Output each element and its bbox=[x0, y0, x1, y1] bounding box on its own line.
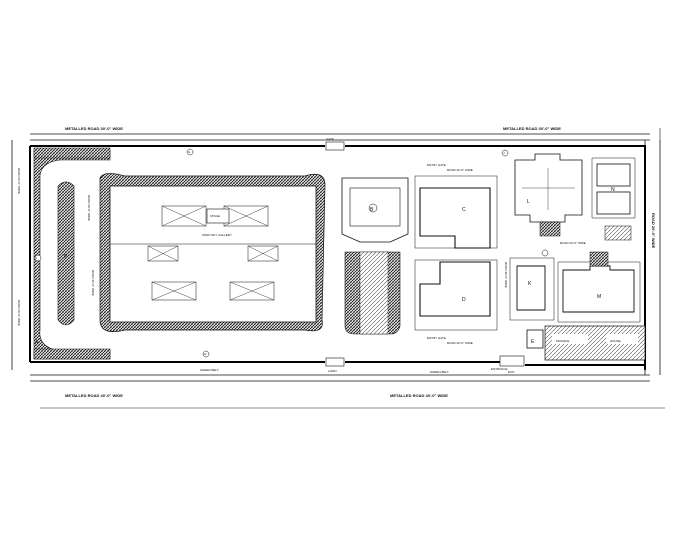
main-hall-block: STAGE OPEN SKY GALLERY bbox=[99, 173, 326, 332]
marker-I: I bbox=[36, 256, 37, 260]
road-label-inner-left-2: ROAD 40'-0" WIDE bbox=[91, 270, 95, 296]
building-M-group bbox=[557, 251, 641, 323]
road-label-inner-right-2: ROAD 20'-0" WIDE bbox=[560, 241, 586, 245]
road-label-right: ROAD 20'-0" WIDE bbox=[651, 213, 656, 249]
top-bottom-green bbox=[33, 147, 111, 360]
building-E-group bbox=[526, 325, 646, 361]
building-label-D: D bbox=[462, 297, 466, 303]
road-label-top-right: METALLED ROAD 30'-0" WIDE bbox=[503, 126, 561, 131]
road-label-inner-right: ROAD 20'-0" WIDE bbox=[504, 262, 508, 288]
building-L-group bbox=[514, 153, 583, 237]
lawn-label: LAWN bbox=[328, 369, 337, 373]
building-label-K: K bbox=[528, 281, 532, 287]
outer-roads bbox=[11, 128, 665, 409]
building-C-D-group bbox=[414, 175, 498, 331]
road-label-top-left: METALLED ROAD 30'-0" WIDE bbox=[65, 126, 123, 131]
green-belt-right-label: GREEN BELT bbox=[430, 370, 449, 374]
building-K-group bbox=[509, 257, 555, 321]
building-label-C: C bbox=[462, 207, 466, 213]
entrance-label: ENTRANCE bbox=[491, 367, 508, 371]
road-label-inner-left: ROAD 40'-0" WIDE bbox=[87, 195, 91, 221]
building-N-group bbox=[591, 157, 636, 241]
building-label-P: P bbox=[64, 254, 68, 260]
building-label-N: N bbox=[611, 187, 615, 193]
green-belt-left-label: GREEN BELT bbox=[200, 368, 219, 372]
entry-gate-2: ENTRY GATE bbox=[427, 336, 446, 340]
house-label: HOUSE bbox=[610, 339, 621, 343]
marker-G: G bbox=[188, 150, 191, 154]
road-label-bottom-left: METALLED ROAD 40'-0" WIDE bbox=[65, 393, 123, 398]
mosque-label: MOSQUE bbox=[556, 339, 569, 343]
gallery-label: OPEN SKY GALLERY bbox=[202, 233, 232, 237]
building-label-E: E bbox=[531, 339, 535, 345]
boundary-wall bbox=[29, 145, 646, 370]
road-label-bottom-right: METALLED ROAD 40'-0" WIDE bbox=[390, 393, 448, 398]
road-label-inner-mid-top: ROAD 20'-0" WIDE bbox=[447, 168, 473, 172]
building-label-L: L bbox=[527, 199, 530, 205]
road-label-inner-mid-bottom: ROAD 20'-0" WIDE bbox=[447, 341, 473, 345]
markers bbox=[34, 148, 549, 358]
gate-label: GATE bbox=[326, 137, 334, 141]
exit-label: EXIT bbox=[508, 370, 515, 374]
building-label-B: B bbox=[370, 207, 374, 213]
road-label-left-upper: ROAD 20'-0" WIDE bbox=[17, 168, 21, 194]
road-label-left-lower: ROAD 20'-0" WIDE bbox=[17, 300, 21, 326]
marker-H: H bbox=[204, 352, 206, 356]
building-B-group bbox=[341, 177, 409, 335]
stage-label: STAGE bbox=[210, 214, 220, 218]
building-label-M: M bbox=[597, 294, 601, 300]
entry-gate-1: ENTRY GATE bbox=[427, 163, 446, 167]
gates bbox=[325, 141, 525, 367]
marker-J: J bbox=[503, 151, 505, 155]
building-label-A: A bbox=[35, 340, 39, 346]
left-green-belt bbox=[33, 149, 111, 360]
